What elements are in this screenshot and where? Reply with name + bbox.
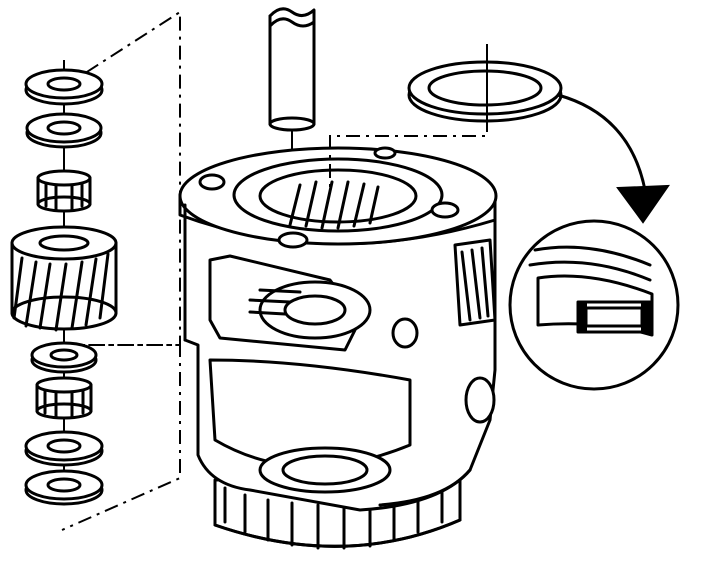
thrust-washer-3 [30,341,98,374]
pinion-gear [10,225,118,332]
assembly-guide-lines [61,10,181,531]
thrust-washer-2 [25,112,103,149]
thrust-washer-5 [24,469,104,506]
thrust-washer-1 [24,68,104,106]
seal-ring [407,44,563,123]
thrust-washer-4 [24,430,104,467]
seal-detail-callout [508,219,680,391]
pinion-shaft [268,7,316,240]
needle-bearing-1 [36,169,92,213]
differential-carrier [178,146,498,550]
seal-position-leader [329,118,488,190]
needle-bearing-2 [35,376,93,420]
curved-arrow-icon [556,93,670,224]
pinion-stack [10,60,118,506]
